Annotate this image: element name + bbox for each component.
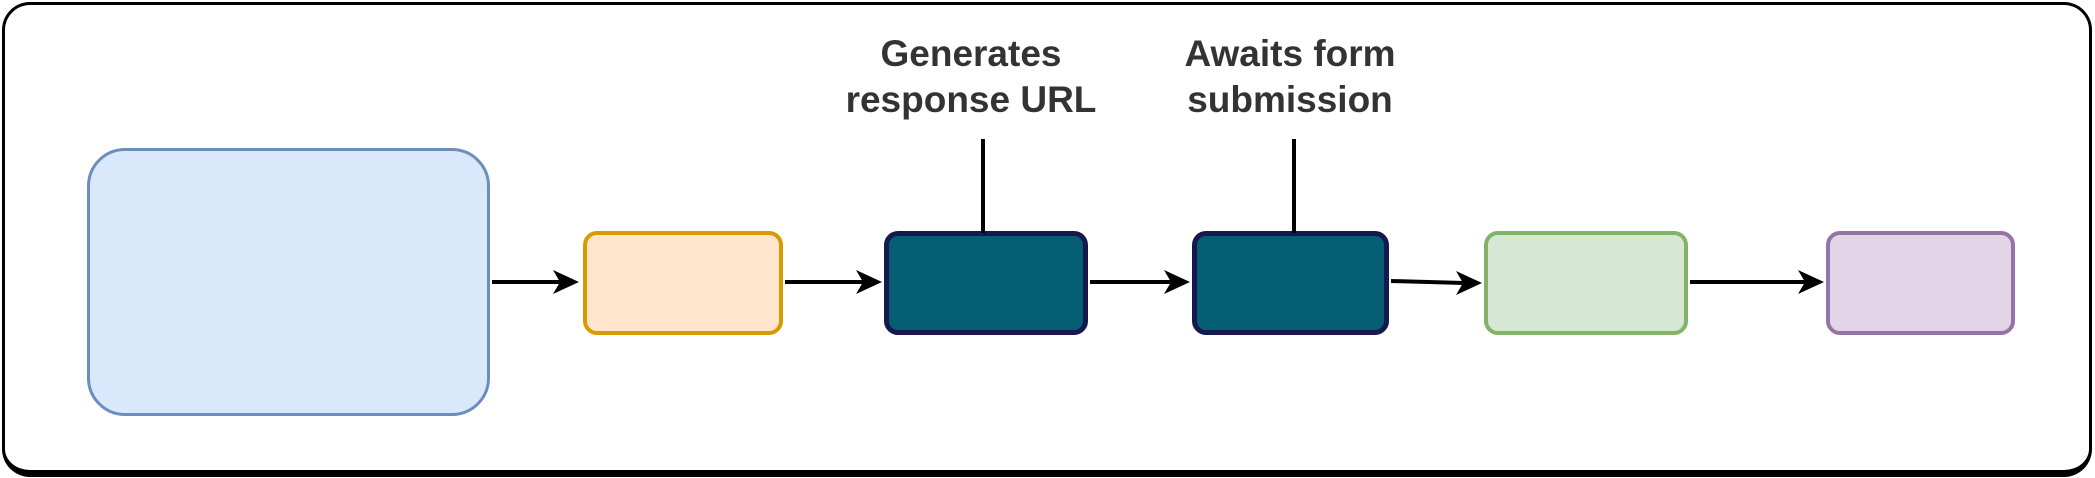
annotation-line: submission <box>1187 79 1393 121</box>
annotation-line: Awaits form <box>1184 33 1396 74</box>
node-end <box>1826 231 2015 335</box>
node-step-green <box>1484 231 1688 335</box>
arrow-2 <box>785 270 882 294</box>
arrow-5 <box>1690 270 1824 294</box>
annotation-awaits-form-submission: Awaits form submission <box>1080 31 1500 124</box>
arrow-4 <box>1390 271 1482 295</box>
annotation-generates-response-url: Generates response URL <box>761 31 1181 124</box>
node-awaits-form-submission <box>1192 231 1389 335</box>
arrow-3 <box>1090 270 1190 294</box>
node-start <box>87 148 490 416</box>
annotation-line: response URL <box>845 79 1097 121</box>
node-step-orange <box>583 231 783 335</box>
arrow-1 <box>492 270 579 294</box>
node-generates-response-url <box>884 231 1088 335</box>
annotation-line: Generates <box>880 33 1062 74</box>
